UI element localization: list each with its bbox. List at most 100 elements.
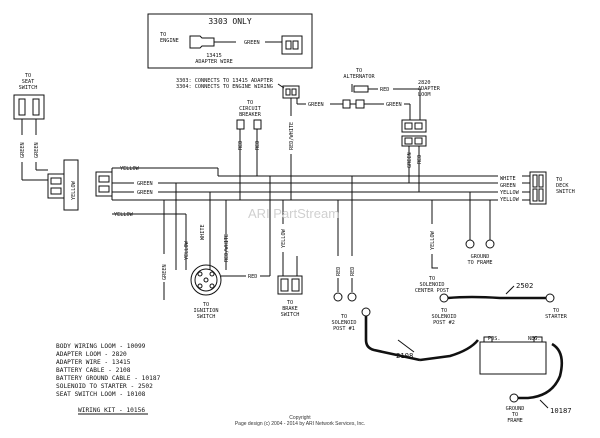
ground-ring-1 [465,239,475,249]
loom-down-red: RED [417,155,423,164]
adapter-loom-line2: ADAPTER [418,86,441,92]
seat-loom-connector: YELLOW [47,159,79,211]
seat-yellow: YELLOW [71,180,77,200]
adapter-loom-connector [401,119,427,147]
ground-bottom-line1: GROUND [506,406,525,412]
sol2-line2: SOLENOID [432,314,457,320]
sol1-line2: SOLENOID [332,320,357,326]
copyright-line2: Page design (c) 2004 - 2014 by ARI Netwo… [235,421,365,427]
note-3304: 3304: CONNECTS TO ENGINE WIRING [176,84,273,90]
brake-yellow: YELLOW [281,228,287,248]
alternator-line2: ALTERNATOR [343,74,375,80]
adapter-plug [189,35,215,49]
deck-switch-line1: TO [556,177,562,183]
wiring-kit-label: WIRING KIT - 10156 [78,407,145,414]
ignition-switch [190,264,222,296]
sol1-line1: TO [341,314,347,320]
main-yellow-top: YELLOW [120,166,140,172]
seat-green-1: GREEN [20,142,26,158]
sol1-red-2: RED [350,267,356,276]
main-green-1: GREEN [137,181,153,187]
main-yellow-lower: YELLOW [114,212,134,218]
parts-list-item-5: BATTERY GROUND CABLE - 10187 [56,375,161,382]
engine-connector [282,85,300,99]
ign-line2: IGNITION [194,308,219,314]
parts-list-item-3: ADAPTER WIRE - 13415 [56,359,131,366]
solenoid-starter-cable-2502 [447,295,546,300]
top-red-white: RED/WHITE [289,122,295,150]
adapter-connector [281,35,303,55]
watermark: ARI PartStream [248,206,339,221]
deck-switch-connector [529,171,547,205]
sol-center-yellow: YELLOW [430,230,436,250]
sol1-ring-1 [333,292,343,302]
ign-white: WHITE [200,224,206,240]
parts-list-item-4: BATTERY CABLE - 2108 [56,367,131,374]
sol1-line3: POST #1 [333,326,355,332]
seat-switch: TO SEAT SWITCH [13,73,45,120]
callout-10187: 10187 [550,406,572,415]
box-3303-only: 3303 ONLY TO ENGINE GREEN 13415 ADAPTER … [147,13,313,69]
ign-line1: TO [203,302,209,308]
loom-down-green: GREEN [407,152,413,168]
sol-center-line2: SOLENOID [420,282,445,288]
ground-bottom-line2: TO [512,412,518,418]
adapter-loom-line3: LOOM [418,92,431,98]
deck-green: GREEN [500,183,516,189]
ground-top-line2: TO FRAME [468,260,493,266]
loom-green: GREEN [386,102,402,108]
box-3303-adapter-line2: ADAPTER WIRE [195,59,232,65]
callout-2502: 2502 [516,281,533,290]
circuit-breaker-line3: BREAKER [239,112,262,118]
seat-green-2: GREEN [34,142,40,158]
main-loom-connector [95,171,113,197]
sol-center-line1: TO [429,276,435,282]
circuit-breaker-line1: TO [247,100,253,106]
alternator-terminal [353,85,369,93]
circuit-breaker-line2: CIRCUIT [239,106,261,112]
ign-green: GREEN [162,264,168,280]
ground-top-line1: GROUND [471,254,490,260]
sol-center-terminal [431,254,438,269]
copyright-line1: Copyright [289,415,311,421]
battery-cable-2108 [364,316,421,362]
deck-yellow-2: YELLOW [500,197,520,203]
cb-red-2: RED [255,141,261,150]
box-3303-to-engine-line2: ENGINE [160,38,179,44]
sol-center-line3: CENTER POST [415,288,449,294]
deck-white: WHITE [500,176,516,182]
battery-ground-cable-10187 [518,342,564,400]
brake-switch-connector [277,275,303,295]
parts-list-item-1: BODY WIRING LOOM - 10099 [56,343,146,350]
ign-yellow: YELLOW [184,240,190,260]
seat-switch-line3: SWITCH [19,85,38,91]
deck-yellow-1: YELLOW [500,190,520,196]
main-green-2: GREEN [137,190,153,196]
deck-switch-line2: DECK [556,183,569,189]
sol2-line3: POST #2 [433,320,455,326]
starter-line1: TO [553,308,559,314]
parts-list-item-7: SEAT SWITCH LOOM - 10108 [56,391,146,398]
ign-red-white: RED/WHITE [224,234,230,262]
brake-line2: BRAKE [282,306,298,312]
ground-ring-2 [485,239,495,249]
battery-pos: POS. [488,336,501,342]
adapter-loom-line1: 2820 [418,80,431,86]
top-green: GREEN [308,102,324,108]
parts-list-item-2: ADAPTER LOOM - 2820 [56,351,127,358]
sol1-ring-2 [347,292,357,302]
green-inline-plug [342,99,351,109]
box-3303-to-engine-line1: TO [160,32,166,38]
ign-red: RED [248,274,257,280]
ground-bottom-line3: FRAME [507,418,523,424]
circuit-breaker-connector: TO CIRCUIT BREAKER [236,100,262,130]
callout-2108: 2108 [396,351,413,360]
brake-line1: TO [287,300,293,306]
box-3303-adapter-line1: 13415 [206,53,222,59]
ign-line3: SWITCH [197,314,216,320]
battery: POS. NEG. [479,336,547,375]
sol2-line1: TO [441,308,447,314]
brake-line3: SWITCH [281,312,300,318]
parts-list-item-6: SOLENOID TO STARTER - 2502 [56,383,153,390]
box-3303-green-label: GREEN [244,40,260,46]
